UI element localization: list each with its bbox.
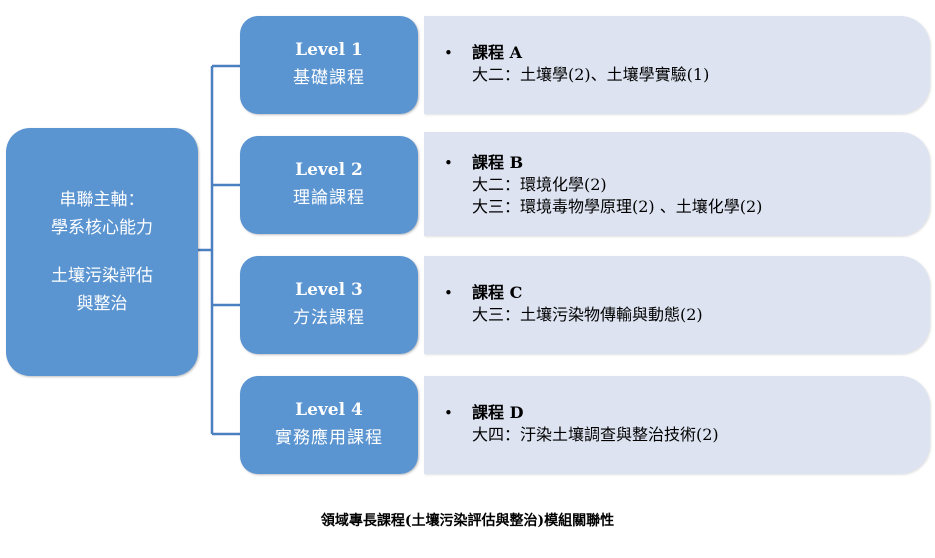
course-a-box: • 課程 A 大二：土壤學(2)、土壤學實驗(1): [424, 16, 930, 114]
level-1-label: Level 1: [295, 40, 363, 60]
level-4-name: 實務應用課程: [275, 428, 383, 448]
core-competency-box: 串聯主軸： 學系核心能力 土壤污染評估 與整治: [6, 128, 198, 376]
level-2-label: Level 2: [295, 160, 363, 180]
core-topic-line2: 與整治: [76, 294, 128, 314]
course-d-line-1: 大四：汙染土壤調查與整治技術(2): [472, 425, 719, 444]
level-2-box: Level 2 理論課程: [240, 136, 418, 234]
core-subtitle: 學系核心能力: [51, 218, 153, 238]
course-d-title: 課程 D: [472, 403, 524, 422]
figure-caption: 領域專長課程(土壤污染評估與整治)模組關聯性: [320, 513, 615, 529]
course-b-title: 課程 B: [472, 153, 524, 172]
bullet-icon: •: [444, 154, 453, 172]
level-2-name: 理論課程: [293, 188, 365, 208]
course-a-line-1: 大二：土壤學(2)、土壤學實驗(1): [472, 65, 710, 84]
course-c-title: 課程 C: [472, 283, 523, 302]
bracket-line: [198, 64, 240, 436]
bullet-icon: •: [444, 44, 453, 62]
level-1-box: Level 1 基礎課程: [240, 16, 418, 114]
course-c-line-1: 大三：土壤污染物傳輸與動態(2): [472, 305, 703, 324]
level-3-name: 方法課程: [293, 308, 365, 328]
level-4-box: Level 4 實務應用課程: [240, 376, 418, 474]
level-3-box: Level 3 方法課程: [240, 256, 418, 354]
core-title: 串聯主軸：: [59, 190, 145, 210]
bullet-icon: •: [444, 284, 453, 302]
course-b-line-2: 大三：環境毒物學原理(2) 、土壤化學(2): [472, 197, 763, 216]
course-a-title: 課程 A: [472, 43, 522, 62]
bullet-icon: •: [444, 404, 453, 422]
level-3-label: Level 3: [295, 280, 363, 300]
course-d-box: • 課程 D 大四：汙染土壤調查與整治技術(2): [424, 376, 930, 474]
core-topic-line1: 土壤污染評估: [51, 266, 153, 286]
course-b-line-1: 大二：環境化學(2): [472, 175, 607, 194]
course-c-box: • 課程 C 大三：土壤污染物傳輸與動態(2): [424, 256, 930, 354]
level-1-name: 基礎課程: [293, 68, 365, 88]
course-b-box: • 課程 B 大二：環境化學(2) 大三：環境毒物學原理(2) 、土壤化學(2): [424, 132, 930, 236]
level-4-label: Level 4: [295, 400, 363, 420]
